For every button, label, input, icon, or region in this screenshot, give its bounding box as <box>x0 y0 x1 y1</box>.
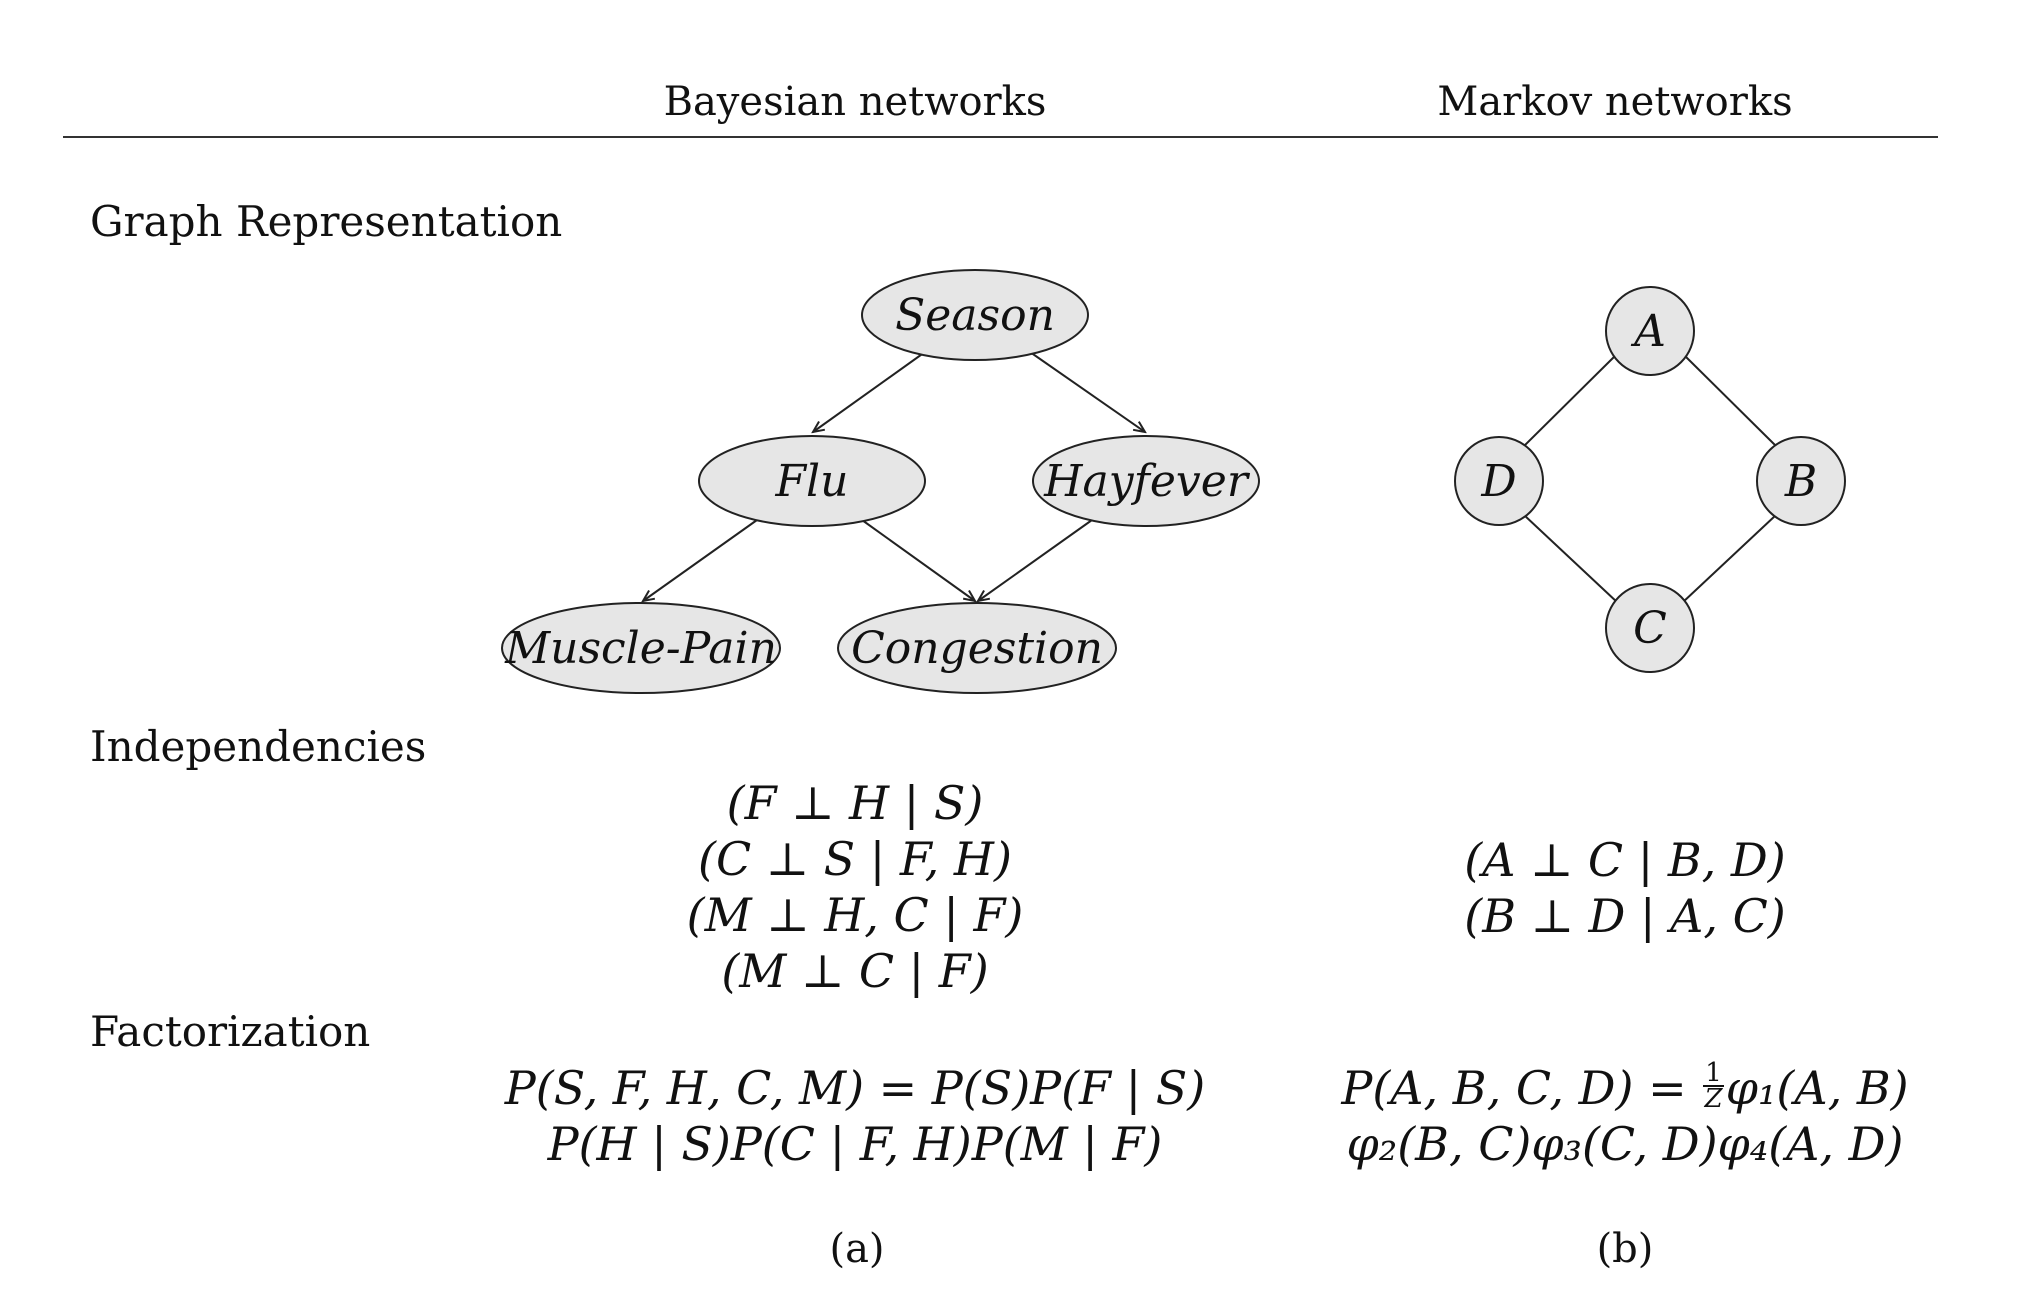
markov-independencies: (A ⊥ C | B, D) (B ⊥ D | A, C) <box>1400 832 1850 944</box>
markov-factorization-line-2: φ₂(B, C)φ₃(C, D)φ₄(A, D) <box>1346 1117 1904 1171</box>
header-markov-networks: Markov networks <box>1437 79 1793 125</box>
node-b-label: B <box>1784 456 1817 507</box>
node-season: Season <box>861 269 1089 361</box>
node-flu-label: Flu <box>775 456 849 507</box>
row-label-factorization: Factorization <box>90 1007 371 1056</box>
node-muscle-pain-label: Muscle-Pain <box>504 623 777 674</box>
node-c-label: C <box>1633 603 1667 654</box>
markov-factorization: P(A, B, C, D) = 1 Z φ₁(A, B) φ₂(B, C)φ₃(… <box>1305 1060 1945 1172</box>
edge-season-flu <box>813 351 926 432</box>
fraction-denominator: Z <box>1704 1084 1723 1114</box>
edge-a-d <box>1523 352 1619 447</box>
row-label-independencies: Independencies <box>90 722 427 771</box>
bayesian-factorization-line: P(H | S)P(C | F, H)P(M | F) <box>547 1117 1163 1171</box>
edge-hayfever-congestion <box>978 519 1093 601</box>
node-congestion: Congestion <box>837 602 1117 694</box>
node-d-label: D <box>1480 456 1516 507</box>
node-season-label: Season <box>895 290 1055 341</box>
edge-a-b <box>1681 352 1777 447</box>
node-congestion-label: Congestion <box>851 623 1103 674</box>
node-a: A <box>1605 286 1695 376</box>
header-rule <box>63 136 1938 138</box>
fraction-one-over-z: 1 Z <box>1703 1058 1724 1114</box>
bayesian-independency: (M ⊥ C | F) <box>721 944 989 998</box>
node-b: B <box>1756 436 1846 526</box>
node-c: C <box>1605 583 1695 673</box>
markov-factorization-line-1: P(A, B, C, D) = 1 Z φ₁(A, B) <box>1305 1060 1945 1116</box>
edge-season-hayfever <box>1029 351 1145 432</box>
bayesian-factorization-line: P(S, F, H, C, M) = P(S)P(F | S) <box>504 1061 1206 1115</box>
header-bayesian-networks: Bayesian networks <box>663 79 1047 125</box>
bayesian-edges <box>643 351 1145 601</box>
edge-flu-congestion <box>861 519 975 601</box>
markov-factorization-rhs: φ₁(A, B) <box>1725 1061 1909 1115</box>
markov-edges <box>1523 352 1777 604</box>
edge-d-c <box>1523 514 1619 604</box>
bayesian-independencies: (F ⊥ H | S) (C ⊥ S | F, H) (M ⊥ H, C | F… <box>590 775 1120 999</box>
fraction-numerator: 1 <box>1703 1058 1724 1088</box>
bayesian-independency: (F ⊥ H | S) <box>726 776 984 830</box>
edge-flu-musclepain <box>643 519 758 601</box>
node-d: D <box>1454 436 1544 526</box>
markov-independency: (B ⊥ D | A, C) <box>1464 889 1786 943</box>
bayesian-independency: (C ⊥ S | F, H) <box>698 832 1012 886</box>
node-a-label: A <box>1630 306 1666 357</box>
node-hayfever-label: Hayfever <box>1043 456 1251 507</box>
row-label-graph-representation: Graph Representation <box>90 197 563 246</box>
markov-independency: (A ⊥ C | B, D) <box>1464 833 1786 887</box>
node-muscle-pain: Muscle-Pain <box>501 602 781 694</box>
bayesian-factorization: P(S, F, H, C, M) = P(S)P(F | S) P(H | S)… <box>470 1060 1240 1172</box>
caption-a: (a) <box>829 1226 885 1272</box>
edge-b-c <box>1681 514 1777 604</box>
markov-factorization-lhs: P(A, B, C, D) = <box>1341 1061 1687 1115</box>
caption-b: (b) <box>1596 1226 1654 1272</box>
node-flu: Flu <box>698 435 926 527</box>
bayesian-independency: (M ⊥ H, C | F) <box>686 888 1024 942</box>
node-hayfever: Hayfever <box>1032 435 1260 527</box>
